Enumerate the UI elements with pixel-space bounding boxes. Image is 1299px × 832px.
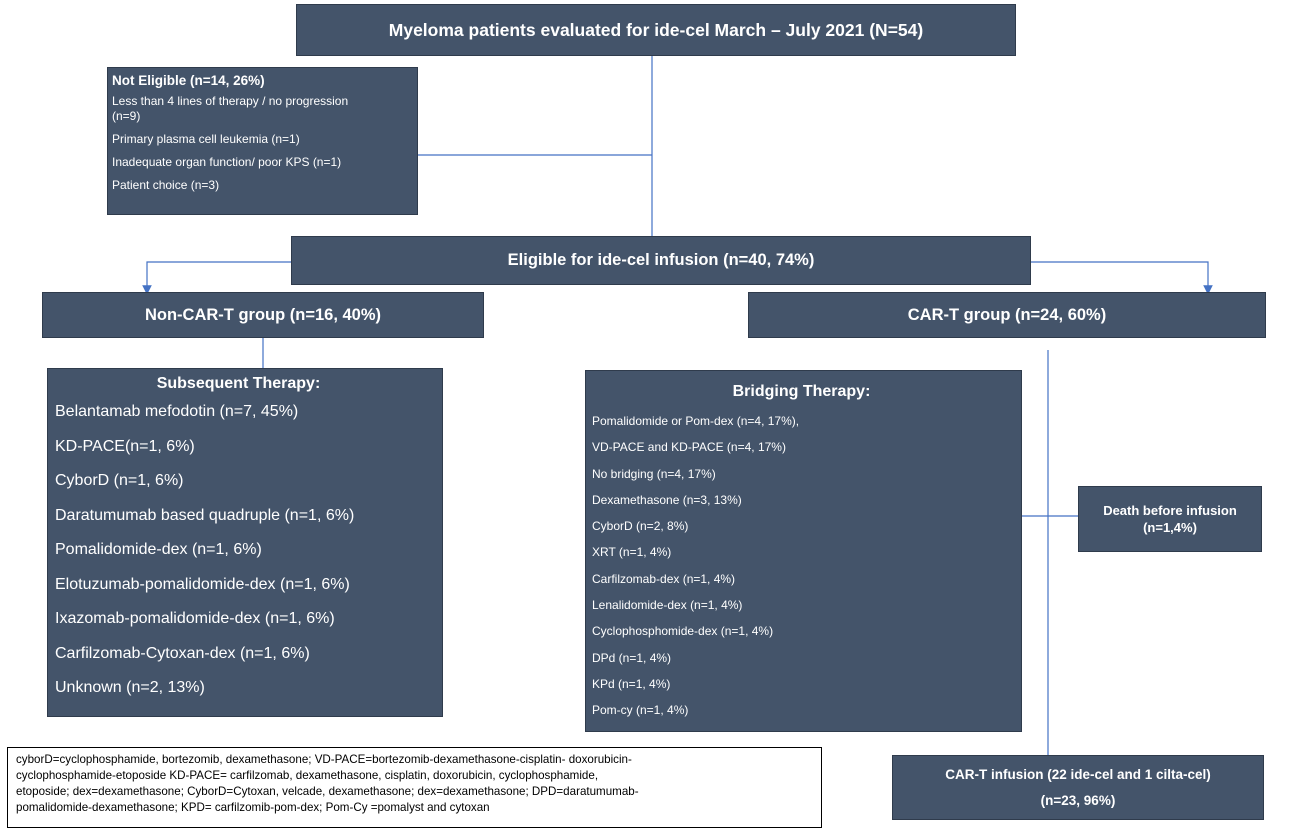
- abbreviations-line: cyclophosphamide-etoposide KD-PACE= carf…: [16, 769, 599, 782]
- top-box: Myeloma patients evaluated for ide-cel M…: [296, 4, 1016, 56]
- list-item: CyborD (n=2, 8%): [592, 519, 689, 534]
- list-item: (n=9): [112, 109, 141, 123]
- list-item: Pomalidomide-dex (n=1, 6%): [55, 541, 262, 558]
- list-item: Pomalidomide or Pom-dex (n=4, 17%),: [592, 414, 800, 428]
- subsequent-therapy-list: Belantamab mefodotin (n=7, 45%) KD-PACE(…: [55, 395, 442, 706]
- list-item: Inadequate organ function/ poor KPS (n=1…: [112, 155, 342, 169]
- top-box-title: Myeloma patients evaluated for ide-cel M…: [388, 19, 924, 40]
- not-eligible-box: Not Eligible (n=14, 26%) Less than 4 lin…: [107, 67, 418, 215]
- non-cart-box: Non-CAR-T group (n=16, 40%): [42, 292, 484, 338]
- list-item: Lenalidomide-dex (n=1, 4%): [592, 598, 743, 613]
- not-eligible-title: Not Eligible (n=14, 26%): [112, 73, 265, 88]
- list-item: Elotuzumab-pomalidomide-dex (n=1, 6%): [55, 575, 350, 593]
- not-eligible-list: Less than 4 lines of therapy / no progre…: [112, 94, 417, 193]
- connector-to-cart: [1031, 261, 1213, 295]
- list-item: KD-PACE(n=1, 6%): [55, 437, 195, 455]
- list-item: No bridging (n=4, 17%): [592, 466, 716, 481]
- death-before-infusion-label: Death before infusion: [1103, 503, 1237, 518]
- list-item: Pom-cy (n=1, 4%): [592, 703, 689, 718]
- death-before-infusion-box: Death before infusion (n=1,4%): [1078, 486, 1262, 552]
- abbreviations-line: cyborD=cyclophosphamide, bortezomib, dex…: [16, 753, 632, 766]
- list-item: VD-PACE and KD-PACE (n=4, 17%): [592, 440, 786, 455]
- list-item: Dexamethasone (n=3, 13%): [592, 492, 742, 507]
- non-cart-title: Non-CAR-T group (n=16, 40%): [144, 305, 382, 324]
- list-item: Less than 4 lines of therapy / no progre…: [112, 94, 349, 108]
- list-item: XRT (n=1, 4%): [592, 545, 672, 560]
- abbreviations-line: etoposide; dex=dexamethasone; CyborD=Cyt…: [16, 785, 639, 798]
- cart-infusion-box: CAR-T infusion (22 ide-cel and 1 cilta-c…: [892, 755, 1264, 820]
- list-item: Cyclophosphomide-dex (n=1, 4%): [592, 624, 774, 639]
- list-item: Carfilzomab-Cytoxan-dex (n=1, 6%): [55, 644, 310, 662]
- subsequent-therapy-title: Subsequent Therapy:: [156, 375, 321, 392]
- subsequent-therapy-box: Subsequent Therapy: Belantamab mefodotin…: [47, 368, 443, 717]
- list-item: Ixazomab-pomalidomide-dex (n=1, 6%): [55, 610, 335, 627]
- abbreviations-note: cyborD=cyclophosphamide, bortezomib, dex…: [7, 747, 822, 828]
- list-item: Daratumumab based quadruple (n=1, 6%): [55, 506, 355, 524]
- list-item: Patient choice (n=3): [112, 178, 220, 192]
- list-item: Carfilzomab-dex (n=1, 4%): [592, 571, 736, 586]
- list-item: KPd (n=1, 4%): [592, 676, 671, 691]
- list-item: Primary plasma cell leukemia (n=1): [112, 132, 300, 146]
- connector-to-non-cart: [142, 261, 291, 295]
- bridging-therapy-list: Pomalidomide or Pom-dex (n=4, 17%), VD-P…: [592, 408, 1021, 724]
- cart-infusion-count: (n=23, 96%): [1040, 793, 1116, 808]
- eligible-title: Eligible for ide-cel infusion (n=40, 74%…: [507, 251, 815, 269]
- list-item: Unknown (n=2, 13%): [55, 679, 205, 696]
- list-item: Belantamab mefodotin (n=7, 45%): [55, 403, 299, 420]
- cart-title: CAR-T group (n=24, 60%): [907, 305, 1107, 324]
- cart-box: CAR-T group (n=24, 60%): [748, 292, 1266, 338]
- list-item: CyborD (n=1, 6%): [55, 472, 184, 489]
- list-item: DPd (n=1, 4%): [592, 650, 672, 665]
- bridging-therapy-box: Bridging Therapy: Pomalidomide or Pom-de…: [585, 370, 1022, 732]
- eligible-box: Eligible for ide-cel infusion (n=40, 74%…: [291, 236, 1031, 285]
- abbreviations-line: pomalidomide-dexamethasone; KPD= carfilz…: [16, 801, 490, 814]
- death-before-infusion-count: (n=1,4%): [1143, 520, 1197, 535]
- bridging-therapy-title: Bridging Therapy:: [732, 383, 871, 400]
- cart-infusion-label: CAR-T infusion (22 ide-cel and 1 cilta-c…: [945, 767, 1211, 782]
